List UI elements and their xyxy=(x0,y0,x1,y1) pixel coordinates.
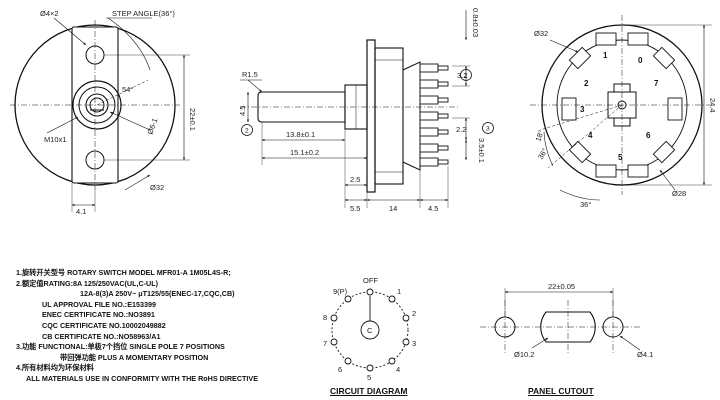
circuit-pos-4: 4 xyxy=(396,365,400,374)
spec-line-4: UL APPROVAL FILE NO.:E153399 xyxy=(42,299,156,309)
rear-terminal-labels: 0 1 2 3 4 5 6 7 xyxy=(580,51,659,162)
side-b55-dim: 5.5 xyxy=(350,204,360,213)
rear-inner-dim: Ø28 xyxy=(672,189,686,198)
side-t25-dim: 2.5 xyxy=(350,175,360,184)
front-shaft-outer xyxy=(85,93,109,117)
side-t35-dim: 3.5±0.1 xyxy=(477,138,486,163)
marker-2-circle xyxy=(241,124,253,136)
marker-2: 2 xyxy=(245,128,249,135)
circuit-common-label: C xyxy=(367,326,373,335)
front-height-dim: 22±0.1 xyxy=(188,108,197,131)
marker-3-circle xyxy=(482,122,494,134)
circuit-labels: OFF 1 2 3 4 5 6 7 8 9(P) C xyxy=(323,276,416,382)
panel-width-dim: 22±0.05 xyxy=(548,282,575,291)
rear-terminals xyxy=(561,32,683,178)
rear-angle36: 36° xyxy=(536,147,549,161)
terminal-label-7: 7 xyxy=(654,79,659,88)
circuit-pos-3: 3 xyxy=(412,339,416,348)
side-b14-dim: 14 xyxy=(389,204,397,213)
side-view xyxy=(240,10,494,208)
marker-1: 1 xyxy=(464,73,468,80)
side-b45-dim: 4.5 xyxy=(428,204,438,213)
circuit-pos-6: 6 xyxy=(338,365,342,374)
rear-height-dim: 24.4 xyxy=(708,98,717,113)
circuit-pos-off: OFF xyxy=(363,276,378,285)
circuit-contacts xyxy=(330,288,410,372)
side-t22-dim: 2.2 xyxy=(456,125,466,134)
front-step-angle: STEP ANGLE(36°) xyxy=(112,9,175,18)
side-len1-dim: 13.8±0.1 xyxy=(286,130,315,139)
terminal-label-0: 0 xyxy=(638,56,643,65)
side-terminals xyxy=(419,63,449,167)
spec-line-2: 2.额定值RATING:8A 125/250VAC(UL,C-UL) xyxy=(16,278,159,288)
rear-angle18: 18° xyxy=(533,129,545,143)
side-len2-dim: 15.1±0.2 xyxy=(290,148,319,157)
side-terminal-block xyxy=(402,61,421,171)
terminal-label-1: 1 xyxy=(603,51,608,60)
side-top-dim: 0.8±0.03 xyxy=(471,8,480,37)
front-outer-dim: Ø32 xyxy=(150,183,164,192)
spec-line-9: 带回弹功能 PLUS A MOMENTARY POSITION xyxy=(60,352,209,362)
side-body xyxy=(374,47,404,185)
terminal-label-3: 3 xyxy=(580,105,585,114)
circuit-pos-8: 8 xyxy=(323,313,327,322)
terminal-label-5: 5 xyxy=(618,153,623,162)
side-plate xyxy=(366,39,376,193)
panel-center-cutout xyxy=(540,311,596,343)
marker-3: 3 xyxy=(486,126,490,133)
front-center-hole: Ø6-1 xyxy=(145,117,159,136)
side-shaft xyxy=(257,91,346,123)
circuit-diagram xyxy=(330,288,410,372)
front-offset-dim: 4.1 xyxy=(76,207,86,216)
rear-angle36b: 36° xyxy=(580,200,591,209)
circuit-pos-7: 7 xyxy=(323,339,327,348)
rear-outer-dim: Ø32 xyxy=(534,29,548,38)
spec-line-3: 12A-8(3)A 250V~ μT125/55(ENEC-17,CQC,CB) xyxy=(80,289,235,299)
spec-line-10: 4.所有材料均为环保材料 xyxy=(16,363,94,373)
spec-block: 1.旋转开关型号 ROTARY SWITCH MODEL MFR01-A 1M0… xyxy=(16,268,258,385)
spec-line-8: 3.功能 FUNCTIONAL:单极7个挡位 SINGLE POLE 7 POS… xyxy=(16,342,225,352)
panel-cutout xyxy=(480,288,641,355)
circuit-pos-9p: 9(P) xyxy=(333,287,348,296)
spec-line-5: ENEC CERTIFICATE NO.:NO3891 xyxy=(42,310,155,320)
panel-hole-dia: Ø10.2 xyxy=(514,350,534,359)
terminal-label-4: 4 xyxy=(588,131,593,140)
side-radius-dim: R1.5 xyxy=(242,70,258,79)
circuit-diagram-title: CIRCUIT DIAGRAM xyxy=(330,386,408,396)
marker-1-circle xyxy=(460,69,472,81)
circuit-pos-2: 2 xyxy=(412,309,416,318)
spec-line-7: CB CERTIFICATE NO.:NO58963/A1 xyxy=(42,331,161,341)
panel-small-hole: Ø4.1 xyxy=(637,350,653,359)
side-shaft-w-dim: 4.5 xyxy=(238,106,247,116)
front-angle54: 54° xyxy=(122,85,133,94)
terminal-label-6: 6 xyxy=(646,131,651,140)
circuit-pos-1: 1 xyxy=(397,287,401,296)
rear-view xyxy=(530,15,712,201)
front-thread-dim: M10x1 xyxy=(44,135,67,144)
terminal-label-2: 2 xyxy=(584,79,589,88)
panel-cutout-title: PANEL CUTOUT xyxy=(528,386,594,396)
front-hole-dim: Ø4×2 xyxy=(40,9,59,18)
circuit-outer-ring xyxy=(331,291,409,369)
spec-line-1: 1.旋转开关型号 ROTARY SWITCH MODEL MFR01-A 1M0… xyxy=(16,268,231,277)
circuit-pos-5: 5 xyxy=(367,373,371,382)
spec-line-11: ALL MATERIALS USE IN CONFORMITY WITH THE… xyxy=(26,373,258,383)
front-view xyxy=(10,17,190,212)
spec-line-6: CQC CERTIFICATE NO.10002049882 xyxy=(42,320,166,330)
side-pitch-dim: 3.2 xyxy=(457,71,467,80)
